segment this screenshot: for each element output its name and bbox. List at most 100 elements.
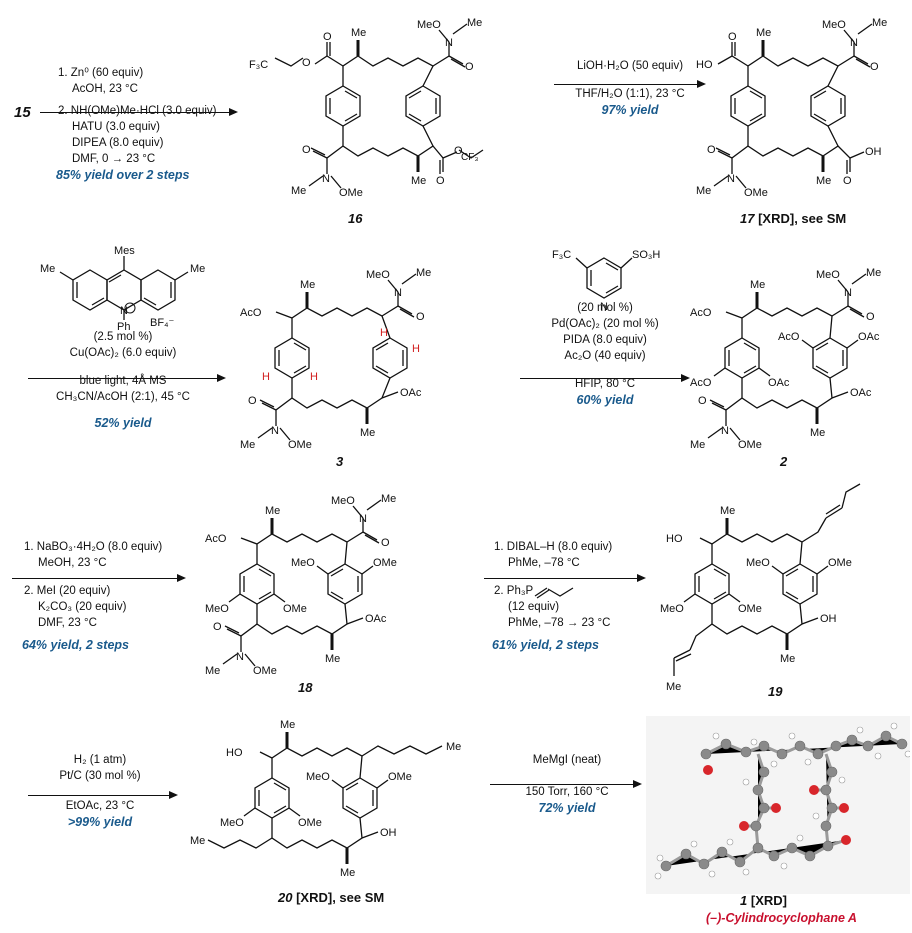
atom-label: MeO — [746, 557, 770, 569]
atom-label: O — [728, 31, 737, 43]
reaction-arrow-3 — [28, 374, 226, 382]
atom-label: OAc — [850, 387, 872, 399]
atom-label: Mes — [114, 245, 135, 257]
step7-line: EtOAc, 23 °C — [65, 800, 135, 812]
step4-line: Pd(OAc)₂ (20 mol %) — [551, 318, 659, 330]
step4-yield: 60% yield — [576, 393, 634, 407]
molecule-17: HO O Me MeO N Me O O N Me OMe Me O OH — [696, 17, 887, 199]
atom-label: N — [236, 651, 244, 663]
atom-label: OH — [820, 613, 837, 625]
atom-label: Me — [381, 493, 396, 505]
step1-conditions: 1. Zn⁰ (60 equiv) AcOH, 23 °C 2. NH(OMe)… — [42, 65, 216, 183]
atom-label: MeO — [220, 817, 244, 829]
atom-label: O — [870, 61, 879, 73]
step3-line: (2.5 mol %) — [93, 331, 153, 343]
atom-label: Me — [690, 439, 705, 451]
acridinium-catalyst: Mes Me Me N Ph BF₄⁻ — [40, 245, 205, 332]
atom-label: O — [707, 144, 716, 156]
reaction-arrow-7 — [28, 791, 178, 799]
step5-line: 1. NaBO₃·4H₂O (8.0 equiv) — [24, 541, 163, 553]
atom-label: HO — [666, 533, 683, 545]
atom-label: O — [381, 537, 390, 549]
step1-line: DMF, 0 → 23 °C — [72, 153, 156, 165]
atom-label: O — [302, 57, 311, 69]
step6-line: 1. DIBAL–H (8.0 equiv) — [494, 541, 613, 553]
step6-line: (12 equiv) — [508, 601, 560, 613]
molecule-16: F₃C O O Me MeO N Me O O N Me OMe Me O O … — [249, 17, 484, 199]
molecule-20: HO Me Me MeO OMe MeO OMe Me Me OH — [190, 719, 461, 879]
atom-label: OAc — [365, 613, 387, 625]
step8-yield: 72% yield — [538, 801, 596, 815]
atom-label: O — [866, 311, 875, 323]
atom-label: O — [436, 175, 445, 187]
atom-label: MeO — [660, 603, 684, 615]
compound-label-16: 16 — [348, 211, 363, 226]
atom-label: O — [698, 395, 707, 407]
step2-conditions: LiOH·H₂O (50 equiv) THF/H₂O (1:1), 23 °C… — [560, 58, 700, 118]
atom-label: O — [248, 395, 257, 407]
atom-label: N — [844, 287, 852, 299]
atom-label: O — [323, 31, 332, 43]
atom-label: N — [445, 37, 453, 49]
step4-line: HFIP, 80 °C — [575, 378, 635, 390]
compound-note: [XRD] — [750, 893, 787, 908]
atom-label: MeO — [205, 603, 229, 615]
atom-label: AcO — [690, 307, 712, 319]
step8-line: MeMgI (neat) — [532, 754, 602, 766]
atom-label: Me — [446, 741, 461, 753]
step5-line: 2. MeI (20 equiv) — [24, 585, 111, 597]
atom-label: Me — [360, 427, 375, 439]
reaction-arrow-1 — [40, 108, 238, 116]
compound-label-19: 19 — [768, 684, 783, 699]
step1-yield: 85% yield over 2 steps — [56, 168, 190, 182]
reaction-arrow-2 — [554, 80, 706, 88]
atom-label: OMe — [288, 439, 312, 451]
atom-label: OMe — [283, 603, 307, 615]
atom-label: O — [843, 175, 852, 187]
atom-label: Me — [190, 263, 205, 275]
atom-label: Me — [265, 505, 280, 517]
atom-label: O — [454, 145, 463, 157]
pyridine-ligand: F₃C SO₃H N — [552, 249, 660, 313]
step1-line: HATU (3.0 equiv) — [72, 121, 160, 133]
highlight-h: H — [310, 371, 318, 383]
atom-label: N — [850, 37, 858, 49]
atom-label: N — [359, 513, 367, 525]
atom-label: N — [727, 173, 735, 185]
atom-label: Me — [205, 665, 220, 677]
atom-label: OMe — [828, 557, 852, 569]
atom-label: N — [394, 287, 402, 299]
atom-label: Me — [280, 719, 295, 731]
step6-yield: 61% yield, 2 steps — [492, 638, 600, 652]
step3-yield: 52% yield — [94, 416, 152, 430]
wittig-reagent-label: 2. Ph₃P — [494, 585, 534, 597]
highlight-h: H — [380, 327, 388, 339]
compound-note: [XRD], see SM — [758, 211, 847, 226]
compound-label-20: 20 [XRD], see SM — [278, 890, 384, 905]
natural-product-name: (–)-Cylindrocyclophane A — [706, 911, 857, 925]
step2-yield: 97% yield — [601, 103, 659, 117]
atom-label: Me — [325, 653, 340, 665]
reaction-arrow-6 — [484, 574, 646, 582]
molecule-2: AcO Me MeO N Me O AcO OAc AcO OAc O N Me… — [690, 267, 881, 451]
compound-label-17: 17 [XRD], see SM — [740, 211, 846, 226]
step6-line: PhMe, –78 → 23 °C — [508, 617, 611, 629]
atom-label: OMe — [253, 665, 277, 677]
step5-conditions: 1. NaBO₃·4H₂O (8.0 equiv) MeOH, 23 °C 2.… — [14, 539, 162, 653]
atom-label: MeO — [291, 557, 315, 569]
atom-label: Me — [40, 263, 55, 275]
atom-label: Me — [720, 505, 735, 517]
step4-line: PIDA (8.0 equiv) — [563, 334, 647, 346]
highlight-h: H — [412, 343, 420, 355]
atom-label: Me — [756, 27, 771, 39]
step5-yield: 64% yield, 2 steps — [22, 638, 130, 652]
atom-label: Me — [872, 17, 887, 29]
compound-label-3: 3 — [336, 454, 344, 469]
atom-label: MeO — [822, 19, 846, 31]
atom-label: BF₄⁻ — [150, 317, 175, 329]
atom-label: Me — [666, 681, 681, 693]
atom-label: Me — [240, 439, 255, 451]
atom-label: MeO — [331, 495, 355, 507]
step4-conditions: (20 mol %) Pd(OAc)₂ (20 mol %) PIDA (8.0… — [520, 300, 690, 408]
atom-label: O — [302, 144, 311, 156]
